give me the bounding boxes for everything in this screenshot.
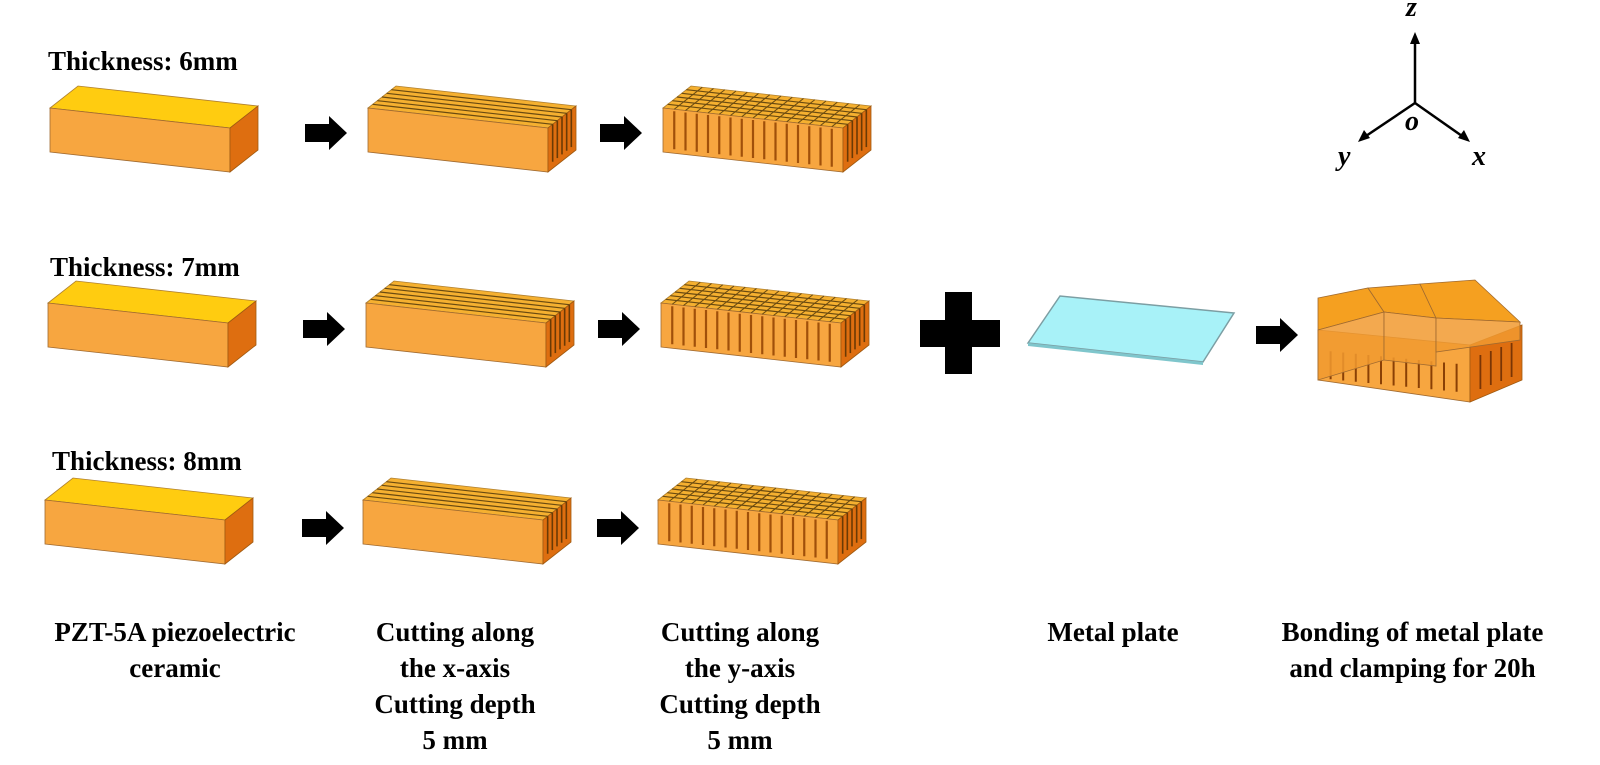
caption-cut-x-line-2: the x-axis [399, 653, 511, 683]
arrow-right-icon [598, 312, 640, 346]
caption-cut-y-line-1: Cutting along [660, 617, 820, 647]
plus-icon [920, 292, 1000, 374]
thickness-label-6mm: Thickness: 6mm [48, 46, 238, 76]
caption-ceramic-line-1: PZT-5A piezoelectric [54, 617, 296, 647]
caption-cut-x-line-1: Cutting along [375, 617, 535, 647]
thickness-label-8mm: Thickness: 8mm [52, 446, 242, 476]
axis-label-y: y [1335, 141, 1351, 172]
bonded-assembly [1317, 279, 1523, 403]
xcut-block-7mm [364, 280, 576, 368]
metal-plate [1026, 295, 1236, 365]
arrow-right-icon [305, 116, 347, 150]
caption-bonding-line-1: Bonding of metal plate [1281, 617, 1544, 647]
caption-metal-plate-line-1: Metal plate [1047, 617, 1179, 647]
thickness-label-7mm: Thickness: 7mm [50, 252, 240, 282]
ceramic-block-8mm [43, 477, 255, 565]
caption-bonding: Bonding of metal plate and clamping for … [1255, 614, 1570, 686]
arrow-right-icon [1256, 318, 1298, 352]
arrows-layer [302, 116, 1298, 545]
ceramic-block-6mm [48, 85, 260, 173]
caption-ceramic-line-2: ceramic [129, 653, 221, 683]
ceramic-block-7mm [46, 280, 258, 368]
caption-cut-x: Cutting along the x-axis Cutting depth 5… [330, 614, 580, 758]
caption-cut-y: Cutting along the y-axis Cutting depth 5… [615, 614, 865, 758]
caption-ceramic: PZT-5A piezoelectric ceramic [25, 614, 325, 686]
caption-cut-y-line-3: Cutting depth [659, 689, 821, 719]
arrow-right-icon [600, 116, 642, 150]
caption-cut-y-line-4: 5 mm [707, 725, 773, 755]
arrow-right-icon [597, 511, 639, 545]
caption-metal-plate: Metal plate [1003, 614, 1223, 650]
caption-cut-x-line-4: 5 mm [422, 725, 488, 755]
blocks-layer [43, 85, 873, 565]
arrow-right-icon [302, 511, 344, 545]
arrow-right-icon [303, 312, 345, 346]
caption-cut-x-line-3: Cutting depth [374, 689, 536, 719]
xcut-block-8mm [361, 477, 573, 565]
ycut-block-7mm [659, 280, 871, 368]
axis-label-origin: o [1405, 106, 1419, 137]
axis-label-x: x [1471, 141, 1486, 172]
axis-label-z: z [1405, 0, 1417, 23]
xcut-block-6mm [366, 85, 578, 173]
axes-icon: z y x o [1335, 0, 1486, 172]
ycut-block-6mm [661, 85, 873, 173]
caption-bonding-line-2: and clamping for 20h [1289, 653, 1536, 683]
ycut-block-8mm [656, 477, 868, 565]
caption-cut-y-line-2: the y-axis [684, 653, 796, 683]
